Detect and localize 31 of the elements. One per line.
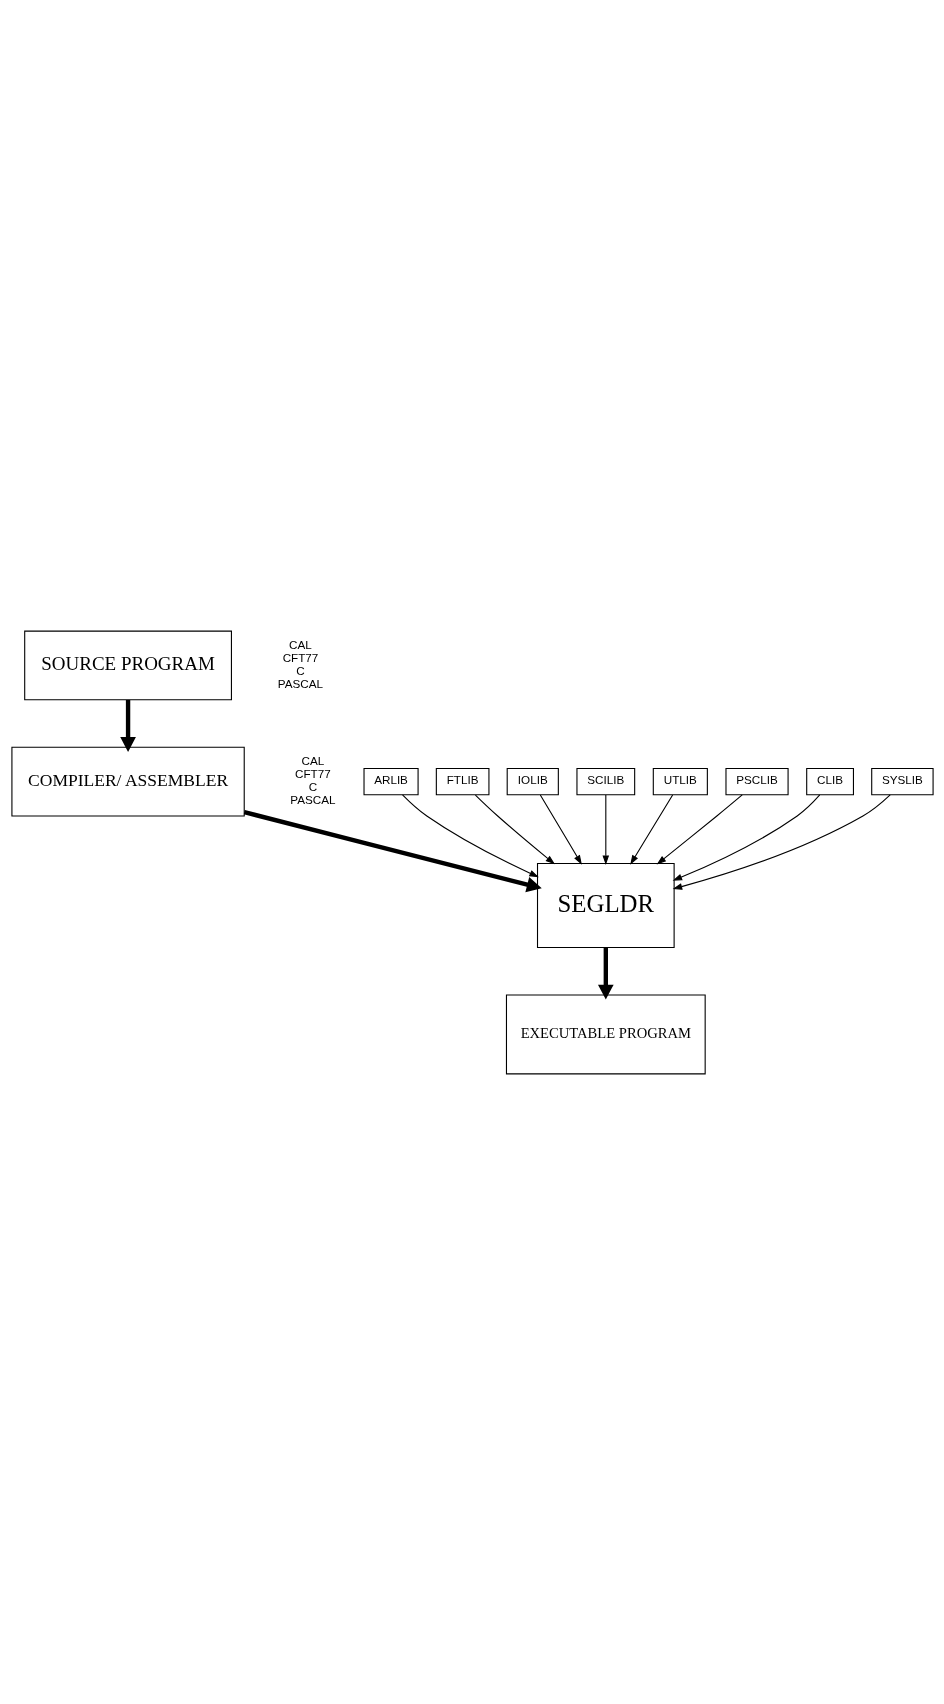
arrow xyxy=(119,699,136,752)
node-label: PASCAL xyxy=(289,792,335,806)
node-box: SOURCE PROGRAM xyxy=(23,630,232,700)
node-box: PSCLIB xyxy=(724,767,789,795)
node-label: C xyxy=(295,663,305,677)
node-label: PASCAL xyxy=(277,676,323,690)
node-box: ARLIB xyxy=(362,767,419,795)
arrow xyxy=(474,794,555,864)
arrow xyxy=(672,793,891,890)
node-label: CFT77 xyxy=(282,650,318,664)
arrow xyxy=(597,947,614,1000)
node-label: C xyxy=(308,779,317,793)
arrow xyxy=(672,793,820,881)
node-label: CAL xyxy=(288,637,312,651)
node-box: SYSLIB xyxy=(870,767,934,795)
arrow xyxy=(656,793,743,864)
arrow xyxy=(401,793,539,877)
node-box: UTLIB xyxy=(652,767,708,795)
node-box: IOLIB xyxy=(506,767,559,795)
arrow xyxy=(243,809,542,892)
node-box: FTLIB xyxy=(435,767,489,795)
node-label: CFT77 xyxy=(294,766,331,780)
node-label: CAL xyxy=(301,753,324,767)
node-box: EXECUTABLE PROGRAM xyxy=(505,993,706,1074)
arrow xyxy=(539,793,582,865)
node-box: COMPILER/ ASSEMBLER xyxy=(10,746,245,817)
arrow xyxy=(629,793,673,865)
node-box: SEGLDR xyxy=(536,862,675,948)
node-box: SCILIB xyxy=(575,767,635,795)
arrow xyxy=(602,793,609,865)
node-box: CLIB xyxy=(805,767,854,795)
